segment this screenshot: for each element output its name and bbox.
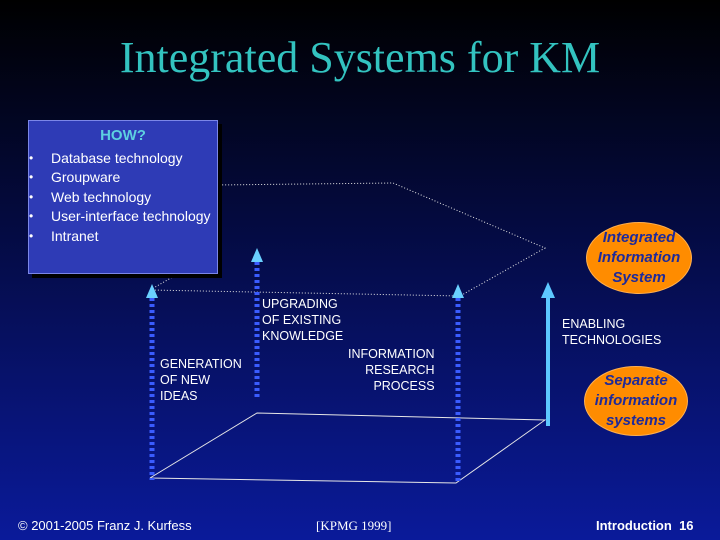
bullet-icon: • <box>29 189 34 204</box>
integrated-system-label: Integrated Information System <box>597 229 681 286</box>
label-research: INFORMATION RESEARCH PROCESS <box>348 347 435 393</box>
top-face-outline <box>148 182 547 297</box>
bottom-face-outline <box>149 412 547 484</box>
how-list: •Database technology •Groupware •Web tec… <box>29 149 217 246</box>
how-item: •User-interface technology <box>29 207 217 226</box>
separate-systems-label: Separate information systems <box>594 372 678 429</box>
how-item: •Web technology <box>29 188 217 207</box>
footer-copyright: © 2001-2005 Franz J. Kurfess <box>18 518 192 533</box>
how-box: HOW? •Database technology •Groupware •We… <box>28 120 218 274</box>
separate-systems-oval: Separate information systems <box>584 366 688 436</box>
arrowhead-back-left <box>251 248 263 262</box>
bullet-icon: • <box>29 228 34 243</box>
page-number: 16 <box>679 518 694 533</box>
slide-title: Integrated Systems for KM <box>119 33 601 82</box>
label-upgrading: UPGRADING OF EXISTING KNOWLEDGE <box>262 297 344 343</box>
integrated-system-oval: Integrated Information System <box>586 222 692 294</box>
how-item: •Database technology <box>29 149 217 168</box>
footer-section: Introduction <box>596 518 672 533</box>
enabling-arrow-head <box>541 282 555 298</box>
label-enabling: ENABLING TECHNOLOGIES <box>562 317 662 347</box>
bullet-icon: • <box>29 151 34 165</box>
label-generation: GENERATION OF NEW IDEAS <box>160 357 242 403</box>
arrowhead-front-right <box>452 284 464 298</box>
footer-page: Introduction 16 <box>596 518 694 533</box>
bullet-icon: • <box>29 170 34 185</box>
how-item: •Intranet <box>29 227 217 246</box>
how-item: •Groupware <box>29 168 217 187</box>
how-box-title: HOW? <box>100 127 146 144</box>
arrowhead-front-left <box>146 284 158 298</box>
bullet-icon: • <box>29 209 34 224</box>
footer-citation: [KPMG 1999] <box>316 518 392 533</box>
